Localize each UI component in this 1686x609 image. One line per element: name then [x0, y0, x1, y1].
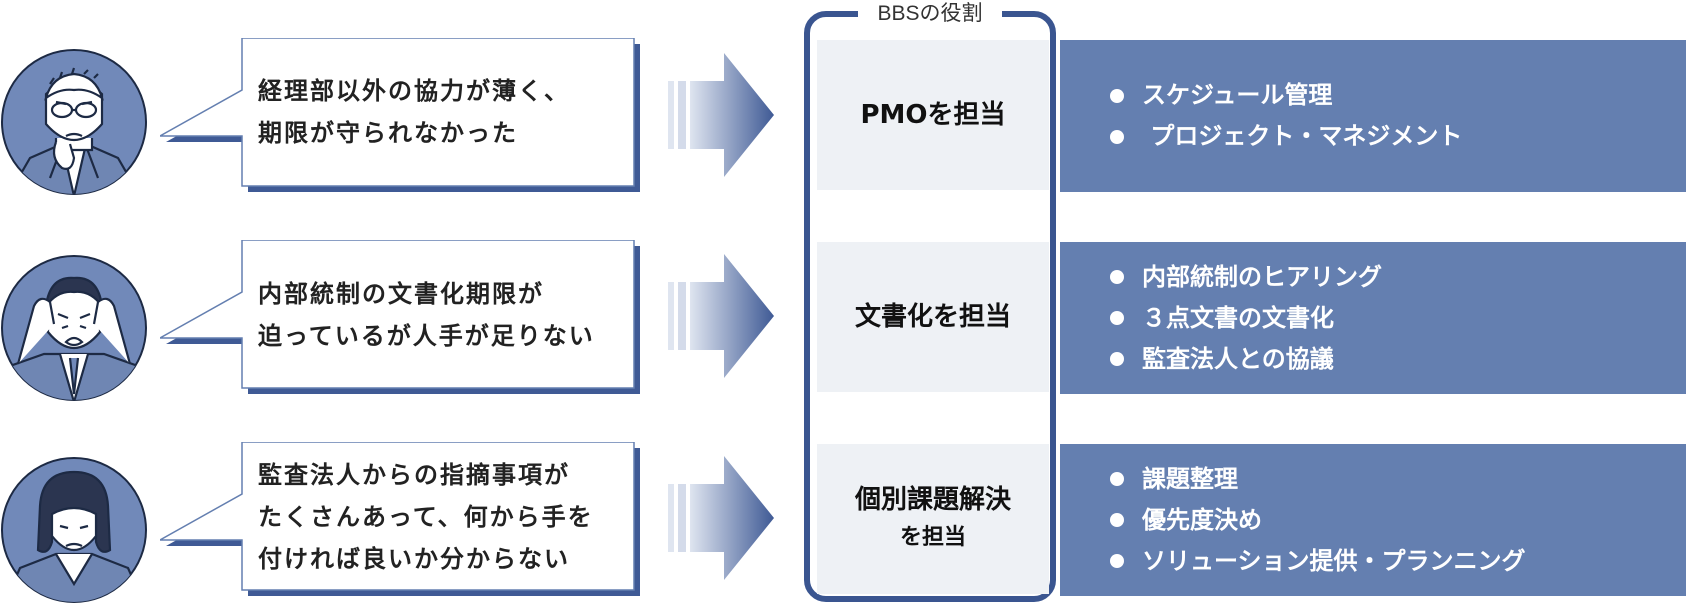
task-item: プロジェクト・マネジメント	[1110, 116, 1686, 157]
task-text: 優先度決め	[1142, 505, 1262, 534]
right-arrow-icon	[668, 254, 774, 378]
task-text: 内部統制のヒアリング	[1142, 262, 1382, 291]
task-item: スケジュール管理	[1110, 75, 1686, 116]
problem-line: 期限が守られなかった	[258, 119, 518, 147]
problem-bubble: 監査法人からの指摘事項が たくさんあって、何から手を 付ければ良いか分からない	[160, 442, 644, 602]
bullet-icon	[1110, 554, 1124, 568]
problem-line: たくさんあって、何から手を	[258, 503, 594, 531]
problem-line: 迫っているが人手が足りない	[258, 322, 595, 350]
problem-bubble: 経理部以外の協力が薄く、 期限が守られなかった	[160, 38, 644, 198]
frame-title: BBSの役割	[858, 0, 1002, 28]
task-band: スケジュール管理 プロジェクト・マネジメント	[1060, 40, 1686, 192]
troubled-woman-icon	[1, 457, 147, 603]
task-text: 監査法人との協議	[1142, 344, 1334, 373]
bullet-icon	[1110, 270, 1124, 284]
problem-line: 内部統制の文書化期限が	[258, 280, 544, 308]
bullet-icon	[1110, 513, 1124, 527]
right-arrow-icon	[668, 53, 774, 177]
problem-text: 内部統制の文書化期限が 迫っているが人手が足りない	[258, 273, 628, 357]
worried-man-glasses-icon	[1, 49, 147, 195]
task-item: ３点文書の文書化	[1110, 298, 1686, 339]
role-label-sub: を担当	[899, 525, 966, 550]
task-text: スケジュール管理	[1142, 81, 1333, 109]
task-item: 優先度決め	[1110, 500, 1686, 541]
task-band: 内部統制のヒアリング ３点文書の文書化 監査法人との協議	[1060, 242, 1686, 394]
task-list: 内部統制のヒアリング ３点文書の文書化 監査法人との協議	[1060, 257, 1686, 380]
problem-bubble: 内部統制の文書化期限が 迫っているが人手が足りない	[160, 240, 644, 400]
task-item: ソリューション提供・プランニング	[1110, 541, 1686, 582]
task-text: プロジェクト・マネジメント	[1142, 122, 1463, 150]
task-item: 監査法人との協議	[1110, 339, 1686, 380]
stressed-man-head-in-hands-icon	[1, 255, 147, 401]
role-label: 個別課題解決	[854, 485, 1011, 515]
problem-text: 監査法人からの指摘事項が たくさんあって、何から手を 付ければ良いか分からない	[258, 454, 628, 580]
bullet-icon	[1110, 311, 1124, 325]
bullet-icon	[1110, 129, 1124, 144]
bullet-icon	[1110, 472, 1124, 486]
problem-text: 経理部以外の協力が薄く、 期限が守られなかった	[258, 70, 628, 154]
task-text: ソリューション提供・プランニング	[1142, 546, 1526, 575]
task-text: ３点文書の文書化	[1142, 303, 1334, 332]
task-band: 課題整理 優先度決め ソリューション提供・プランニング	[1060, 444, 1686, 596]
task-list: 課題整理 優先度決め ソリューション提供・プランニング	[1060, 459, 1686, 582]
role-label: PMOを担当	[860, 100, 1006, 130]
task-text: 課題整理	[1142, 464, 1238, 493]
role-box-issue-resolution: 個別課題解決 を担当	[817, 444, 1049, 594]
bullet-icon	[1110, 88, 1124, 103]
problem-line: 経理部以外の協力が薄く、	[258, 77, 570, 105]
role-box-pmo: PMOを担当	[817, 40, 1049, 190]
role-label: 文書化を担当	[854, 302, 1011, 332]
problem-line: 付ければ良いか分からない	[258, 545, 570, 573]
bullet-icon	[1110, 352, 1124, 366]
right-arrow-icon	[668, 456, 774, 580]
problem-line: 監査法人からの指摘事項が	[258, 461, 570, 489]
task-list: スケジュール管理 プロジェクト・マネジメント	[1060, 75, 1686, 157]
role-box-documentation: 文書化を担当	[817, 242, 1049, 392]
task-item: 課題整理	[1110, 459, 1686, 500]
task-item: 内部統制のヒアリング	[1110, 257, 1686, 298]
